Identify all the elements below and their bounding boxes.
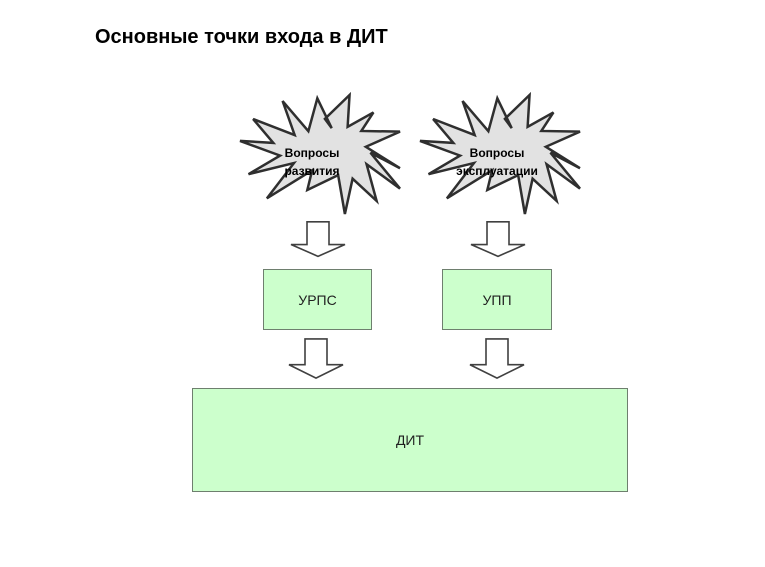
box-dit-label: ДИТ (395, 432, 425, 448)
burst-label-development: Вопросы развития (232, 144, 392, 180)
down-arrow-icon (288, 338, 344, 380)
explosion-shape-operations (420, 95, 580, 214)
box-upp-label: УПП (482, 291, 512, 308)
burst-label-line: развития (284, 164, 340, 178)
explosion-shape-development (240, 95, 400, 214)
box-urps: УРПС (263, 269, 372, 330)
burst-label-line: Вопросы (469, 146, 525, 160)
box-upp: УПП (442, 269, 552, 330)
burst-label-line: эксплуатации (456, 164, 538, 178)
burst-label-line: Вопросы (284, 146, 340, 160)
slide-title: Основные точки входа в ДИТ (95, 26, 388, 48)
box-urps-label: УРПС (298, 291, 337, 308)
burst-label-operations: Вопросы эксплуатации (417, 144, 577, 180)
box-dit: ДИТ (192, 388, 628, 492)
down-arrow-icon (469, 338, 525, 380)
down-arrow-icon (290, 221, 346, 258)
down-arrow-icon (470, 221, 526, 258)
